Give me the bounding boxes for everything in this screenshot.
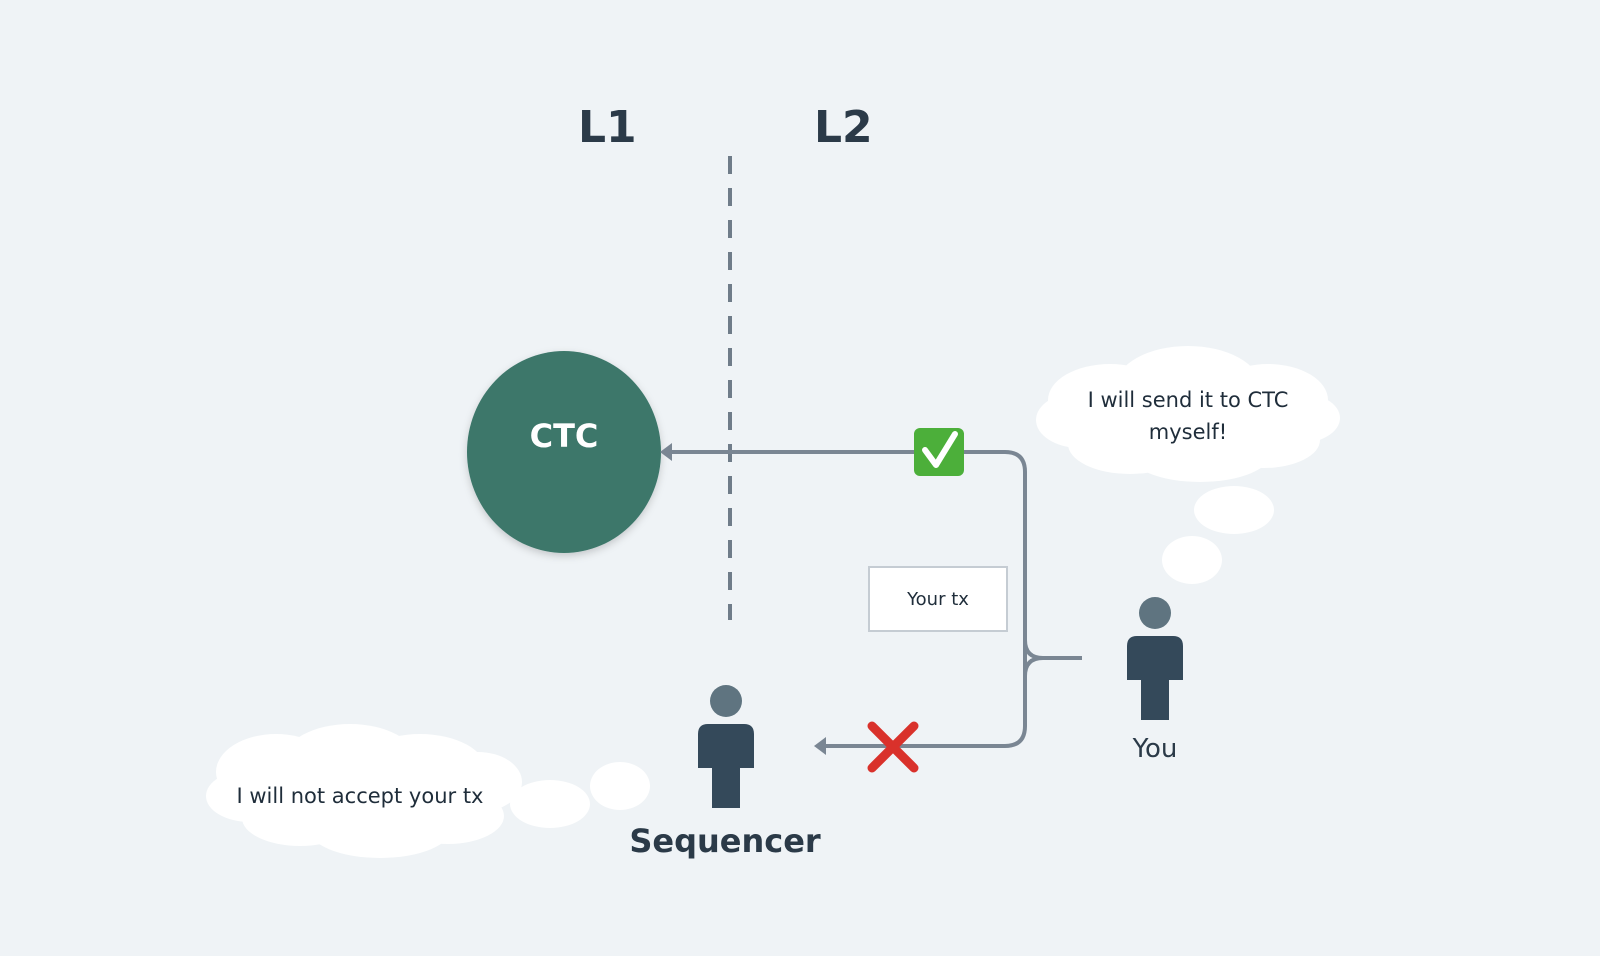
layer-label-l1: L1	[578, 102, 637, 153]
your-tx-label: Your tx	[907, 588, 969, 610]
layer-label-l2: L2	[814, 102, 873, 153]
sequencer-person-icon	[698, 685, 754, 808]
route-to-sequencer-arrow	[824, 658, 1027, 748]
cross-mark-icon	[867, 721, 919, 773]
ctc-circle	[467, 351, 661, 553]
sequencer-thought-cloud	[206, 724, 650, 858]
you-thought-cloud	[1036, 346, 1340, 584]
check-mark-icon	[914, 428, 964, 476]
you-brace-notch	[1023, 639, 1082, 677]
you-thought-text: I will send it to CTC myself!	[1087, 388, 1289, 444]
sequencer-label: Sequencer	[629, 822, 821, 860]
ctc-label: CTC	[529, 417, 599, 455]
sequencer-thought-text: I will not accept your tx	[236, 784, 484, 808]
you-person-icon	[1127, 597, 1183, 720]
you-label: You	[1132, 734, 1178, 764]
ctc-arrowhead	[660, 443, 672, 461]
your-tx-box: Your tx	[868, 566, 1008, 632]
sequencer-arrowhead	[814, 737, 826, 755]
